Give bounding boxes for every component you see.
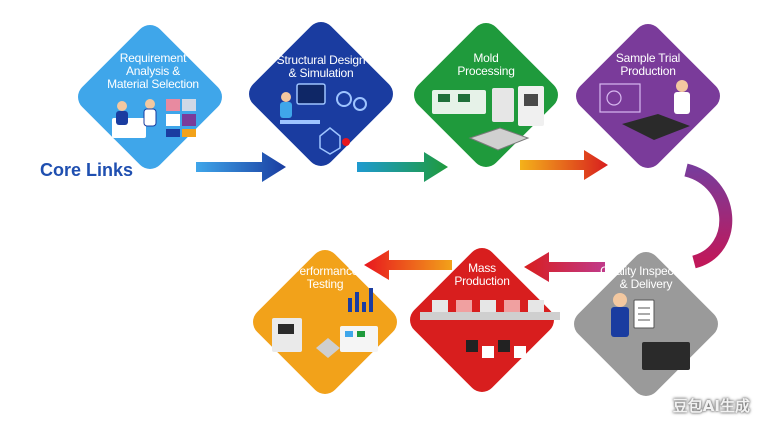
structural-illustration	[280, 83, 367, 155]
arrow-3	[520, 150, 608, 180]
step-label-mass: Mass Production	[454, 261, 510, 288]
sample-illustration	[599, 80, 690, 140]
step-label-sample: Sample Trial Production	[615, 51, 681, 78]
arrow-1	[196, 152, 286, 182]
arrow-2	[357, 152, 448, 182]
arrow-curve	[683, 163, 733, 269]
core-links-label: Core Links	[40, 160, 134, 180]
quality-illustration	[611, 293, 690, 370]
mass-illustration	[420, 300, 560, 358]
requirement-illustration	[112, 99, 196, 138]
diamond-performance	[253, 250, 397, 394]
step-label-performance: Performance Testing	[291, 264, 359, 291]
step-label-mold: Mold Processing	[457, 51, 515, 78]
step-label-quality: Quality Inspection & Delivery	[600, 264, 692, 291]
performance-illustration	[272, 288, 378, 358]
diamond-sample	[576, 24, 720, 168]
arrow-4	[524, 252, 605, 282]
arrow-5	[364, 250, 452, 280]
step-label-requirement: Requirement Analysis & Material Selectio…	[107, 51, 199, 91]
watermark: 豆包AI生成	[672, 397, 750, 415]
mold-illustration	[432, 86, 544, 151]
diamond-requirement	[78, 25, 222, 169]
step-label-structural: Structural Design & Simulation	[276, 53, 366, 80]
